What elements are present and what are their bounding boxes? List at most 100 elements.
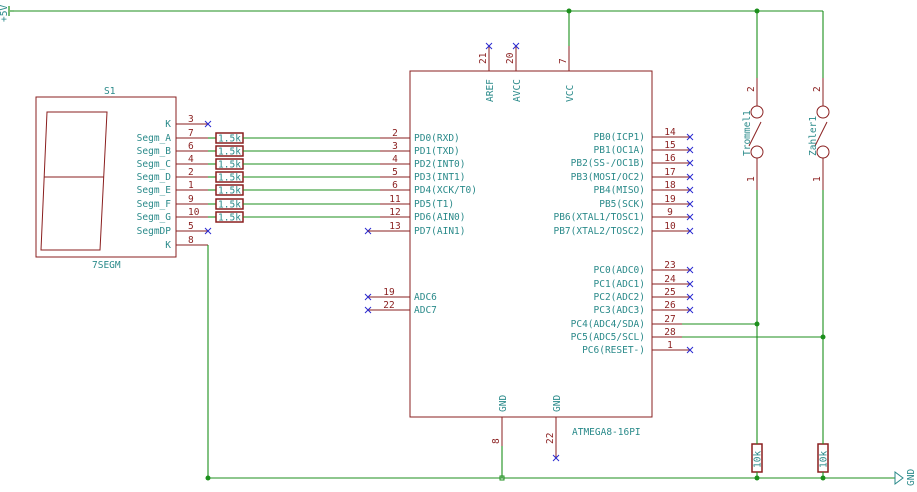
display-pin-number: 2	[188, 167, 194, 178]
mcu-pin-name: PD2(INT0)	[414, 159, 465, 170]
switch-pin-number: 2	[746, 86, 757, 92]
mcu-pin-name: PC2(ADC2)	[594, 292, 645, 303]
mcu-pin-name: PB5(SCK)	[599, 199, 645, 210]
mcu-pin-number: 18	[664, 180, 676, 191]
mcu-pin-number: 5	[392, 167, 398, 178]
mcu-pin-number: 23	[664, 260, 675, 271]
no-connect-marker	[512, 42, 520, 50]
no-connect-marker	[204, 120, 212, 128]
mcu-pin-number: 6	[392, 180, 398, 191]
mcu-pin-name: GND	[498, 395, 509, 412]
resistor-value: 1.5k	[218, 200, 241, 211]
no-connect-marker	[686, 346, 694, 354]
display-pin-name: Segm_F	[137, 199, 172, 210]
mcu-pin-number: 24	[664, 274, 676, 285]
mcu-pin-name: GND	[552, 395, 563, 412]
mcu-pin-number: 14	[664, 127, 676, 138]
mcu-pin-number: 4	[392, 154, 398, 165]
display-pin-name: Segm_G	[137, 212, 172, 223]
mcu-pin-name: PC5(ADC5/SCL)	[571, 332, 645, 343]
mcu-pin-number: 3	[392, 141, 398, 152]
mcu-pin-name: PD7(AIN1)	[414, 226, 465, 237]
display-pin-name: Segm_C	[137, 159, 171, 170]
mcu-pin-name: VCC	[565, 85, 576, 102]
display-pin-name: Segm_A	[137, 133, 172, 144]
mcu-pin-name: PD1(TXD)	[414, 146, 460, 157]
no-connect-marker	[686, 146, 694, 154]
pulldown-value: 10k	[753, 451, 764, 468]
mcu-pin-number: 19	[664, 194, 676, 205]
mcu-pin-name: PB6(XTAL1/TOSC1)	[553, 212, 645, 223]
switch-ref: Zahler1	[808, 116, 819, 156]
display-pin-name: Segm_E	[137, 185, 172, 196]
gnd-rail: GND	[208, 469, 917, 486]
wires	[207, 11, 824, 478]
no-connect-marker	[686, 133, 694, 141]
display-value: 7SEGM	[92, 260, 121, 271]
no-connect-marker	[686, 306, 694, 314]
no-connect-marker	[552, 454, 560, 462]
display-pin-number: 10	[188, 207, 200, 218]
mcu-pin-name: PC0(ADC0)	[594, 265, 645, 276]
resistor-value: 1.5k	[218, 186, 241, 197]
no-connect-marker	[204, 227, 212, 235]
junctions	[205, 8, 826, 481]
no-connect-marker	[364, 293, 372, 301]
mcu-pin-number: 15	[664, 140, 675, 151]
mcu-pin-name: PD3(INT1)	[414, 172, 465, 183]
display-pin-number: 9	[188, 194, 194, 205]
display-pin-number: 1	[188, 180, 194, 191]
no-connect-marker	[485, 42, 493, 50]
mcu-pin-name: ADC6	[414, 292, 437, 303]
pulldown-value: 10k	[819, 451, 830, 468]
mcu-pin-name: PB3(MOSI/OC2)	[571, 172, 645, 183]
resistor-value: 1.5k	[218, 147, 241, 158]
mcu-pin-number: 2	[392, 128, 398, 139]
display-pin-number: 8	[188, 235, 194, 246]
display-pin-name: K	[165, 119, 171, 130]
mcu-pin-number: 10	[664, 221, 676, 232]
no-connect-marker	[364, 306, 372, 314]
switch-pin-number: 1	[812, 176, 823, 182]
mcu-pin-name: PB1(OC1A)	[594, 145, 645, 156]
mcu-pin-number: 17	[664, 167, 675, 178]
mcu-pin-name: PC4(ADC4/SDA)	[571, 319, 645, 330]
no-connect-marker	[686, 266, 694, 274]
vcc-label: +5V	[0, 5, 10, 22]
no-connect-marker	[686, 293, 694, 301]
mcu-pin-number: 26	[664, 300, 676, 311]
no-connect-marker	[686, 173, 694, 181]
mcu-pin-name: PB0(ICP1)	[594, 132, 645, 143]
display-pin-name: Segm_B	[137, 146, 172, 157]
display-pin-number: 7	[188, 128, 194, 139]
no-connect-marker	[686, 159, 694, 167]
display-pin-number: 3	[188, 114, 194, 125]
mcu-pin-number: 22	[545, 433, 556, 444]
switch-contact	[750, 105, 764, 119]
display-pin-name: K	[165, 240, 171, 251]
mcu-pin-name: PB2(SS-/OC1B)	[571, 158, 645, 169]
mcu-pin-number: 8	[491, 438, 502, 444]
mcu-pin-number: 12	[389, 207, 400, 218]
mcu-pin-name: PD6(AIN0)	[414, 212, 465, 223]
mcu-pin-name: PD5(T1)	[414, 199, 454, 210]
mcu-pin-name: PD0(RXD)	[414, 133, 460, 144]
mcu-pin-name: PC6(RESET-)	[582, 345, 645, 356]
mcu-pin-name: ADC7	[414, 305, 437, 316]
mcu-pin-number: 21	[478, 52, 489, 64]
mcu-pin-name: PD4(XCK/T0)	[414, 185, 477, 196]
switch-lever	[814, 121, 828, 147]
mcu-pin-number: 25	[664, 287, 675, 298]
atmega8-mcu: ATMEGA8-16PI PD0(RXD)2PD1(TXD)3PD2(INT0)…	[364, 42, 694, 462]
mcu-pin-number: 9	[667, 207, 673, 218]
mcu-pin-name: AVCC	[512, 79, 523, 102]
mcu-pin-number: 22	[383, 300, 394, 311]
display-pin-number: 4	[188, 154, 194, 165]
switch-pin-number: 2	[812, 86, 823, 92]
mcu-pin-number: 20	[505, 52, 516, 64]
gnd-label: GND	[906, 469, 917, 486]
mcu-pin-name: PB4(MISO)	[594, 185, 645, 196]
